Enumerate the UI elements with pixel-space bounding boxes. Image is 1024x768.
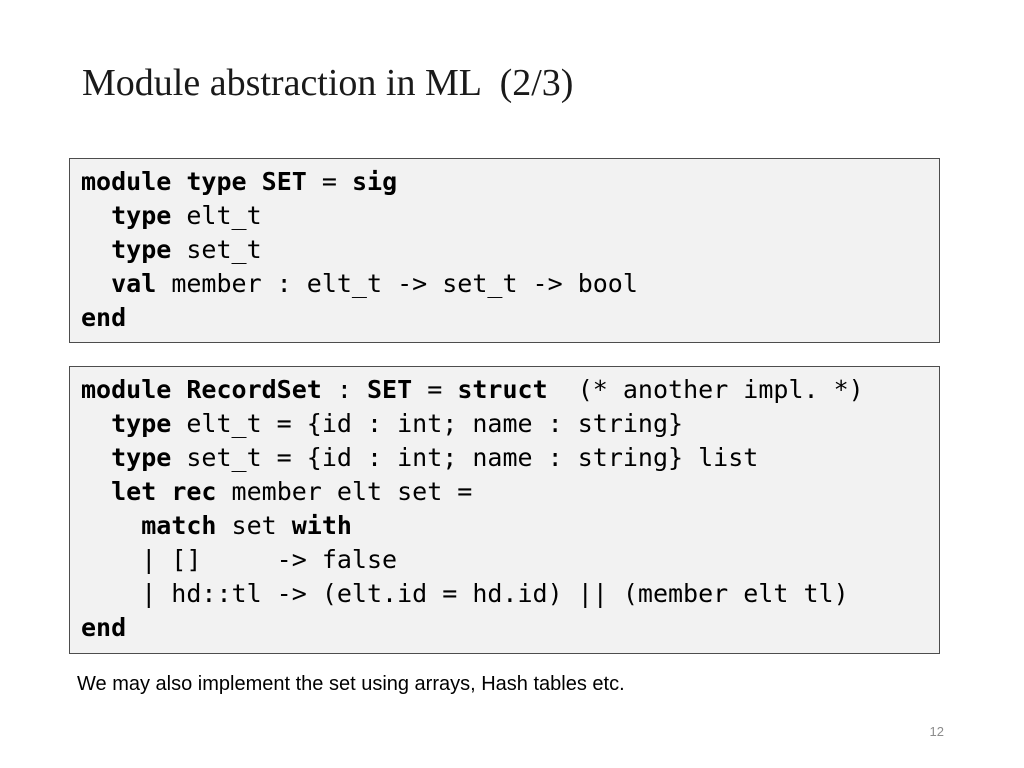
code-text [81,235,111,264]
code-text: member : elt_t -> set_t -> bool [156,269,638,298]
slide-note: We may also implement the set using arra… [77,673,625,695]
code-line: type set_t = {id : int; name : string} l… [81,441,939,475]
code-line: let rec member elt set = [81,475,939,509]
code-keyword: val [111,269,157,298]
code-keyword: module [81,167,172,196]
code-text [156,477,171,506]
code-text: set [216,511,292,540]
code-keyword: type [186,167,247,196]
code-keyword: SET [261,167,307,196]
code-line: module RecordSet : SET = struct (* anoth… [81,373,939,407]
code-keyword: type [111,409,172,438]
code-text: | hd::tl -> (elt.id = hd.id) || (member … [81,579,849,608]
code-text [81,269,111,298]
code-text: : [321,375,367,404]
code-text: member elt set = [216,477,473,506]
code-line: type set_t [81,233,939,267]
code-keyword: struct [457,375,548,404]
code-text: = [306,167,352,196]
code-keyword: match [141,511,217,540]
code-text: set_t = {id : int; name : string} list [171,443,759,472]
code-text: set_t [171,235,262,264]
structure-code-block: module RecordSet : SET = struct (* anoth… [69,366,940,654]
slide-title: Module abstraction in ML (2/3) [82,62,574,104]
code-keyword: sig [351,167,398,196]
code-line: | [] -> false [81,543,939,577]
code-keyword: RecordSet [186,375,322,404]
code-line: type elt_t = {id : int; name : string} [81,407,939,441]
code-keyword: with [291,511,352,540]
code-text: = [412,375,458,404]
code-line: | hd::tl -> (elt.id = hd.id) || (member … [81,577,939,611]
code-text [81,409,111,438]
code-text [81,443,111,472]
code-text [247,167,262,196]
code-text: (* another impl. *) [547,375,864,404]
code-line: match set with [81,509,939,543]
code-line: end [81,611,939,645]
code-keyword: let [111,477,157,506]
code-text: elt_t [171,201,262,230]
code-keyword: end [81,303,127,332]
page-number: 12 [929,724,944,739]
code-line: end [81,301,939,335]
code-keyword: type [111,235,172,264]
signature-code-block: module type SET = sig type elt_t type se… [69,158,940,343]
code-text [81,511,141,540]
code-keyword: type [111,443,172,472]
code-text [81,477,111,506]
code-keyword: end [81,613,127,642]
code-line: type elt_t [81,199,939,233]
code-keyword: rec [171,477,217,506]
code-line: module type SET = sig [81,165,939,199]
code-text [81,201,111,230]
code-text: | [] -> false [81,545,398,574]
code-line: val member : elt_t -> set_t -> bool [81,267,939,301]
code-keyword: module [81,375,172,404]
code-text: elt_t = {id : int; name : string} [171,409,684,438]
code-text [171,375,186,404]
code-text [171,167,186,196]
code-keyword: SET [367,375,413,404]
code-keyword: type [111,201,172,230]
